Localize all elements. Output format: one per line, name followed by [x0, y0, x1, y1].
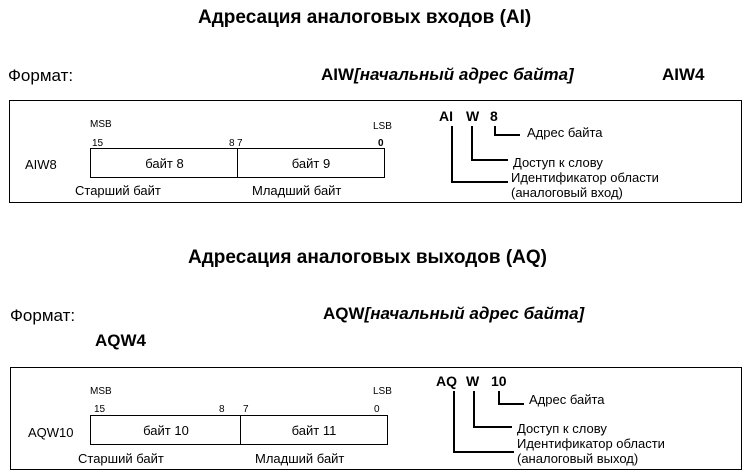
outputs-bit-8: 8 [219, 404, 225, 415]
inputs-high-byte-cell: байт 8 [90, 148, 238, 178]
inputs-addr-byte: 8 [490, 108, 498, 124]
outputs-addr-area: AQ [436, 373, 457, 389]
outputs-high-byte-cell: байт 10 [90, 415, 241, 445]
outputs-msb-label: MSB [90, 386, 112, 397]
outputs-register-name: AQW10 [28, 425, 74, 440]
inputs-lsb-label: LSB [373, 121, 392, 132]
inputs-example: AIW4 [662, 65, 705, 84]
inputs-format-syntax: AIW[начальный адрес байта] [321, 65, 574, 85]
inputs-addr-area: AI [439, 108, 453, 124]
outputs-legend-byte: Адрес байта [529, 392, 605, 407]
inputs-msb-label: MSB [90, 119, 112, 130]
outputs-high-byte-label: байт 10 [143, 423, 189, 438]
inputs-low-byte-caption: Младший байт [252, 183, 342, 198]
outputs-low-byte-caption: Младший байт [255, 451, 345, 466]
inputs-low-byte-cell: байт 9 [237, 148, 385, 178]
inputs-bit-8: 8 [229, 138, 235, 149]
outputs-title: Адресация аналоговых выходов (AQ) [188, 247, 547, 268]
inputs-legend-byte: Адрес байта [527, 125, 603, 140]
outputs-format-italic: [начальный адрес байта] [364, 304, 585, 323]
inputs-title: Адресация аналоговых входов (AI) [198, 7, 532, 28]
outputs-format-syntax: AQW[начальный адрес байта] [323, 304, 584, 324]
outputs-diagram-box [10, 367, 742, 470]
outputs-bit-0: 0 [374, 404, 380, 415]
outputs-legend-word: Доступ к слову [517, 421, 607, 436]
inputs-low-byte-label: байт 9 [291, 156, 331, 171]
inputs-bit-0: 0 [378, 138, 384, 149]
outputs-high-byte-caption: Старший байт [78, 451, 164, 466]
outputs-legend-area-line1: Идентификатор области [517, 436, 665, 451]
inputs-bit-15: 15 [92, 138, 104, 149]
inputs-legend-word: Доступ к слову [513, 155, 603, 170]
inputs-format-prefix: AIW [321, 65, 355, 84]
outputs-legend-area: Идентификатор области (аналоговый выход) [517, 436, 665, 466]
inputs-diagram-box [9, 100, 742, 203]
inputs-format-italic: [начальный адрес байта] [354, 65, 574, 84]
outputs-format-label: Формат: [10, 306, 76, 325]
outputs-lsb-label: LSB [373, 386, 392, 397]
inputs-format-label: Формат: [8, 66, 74, 85]
inputs-register-name: AIW8 [25, 157, 57, 172]
outputs-bit-7: 7 [243, 404, 249, 415]
outputs-legend-area-line2: (аналоговый выход) [517, 451, 639, 466]
inputs-legend-area: Идентификатор области (аналоговый вход) [511, 170, 659, 200]
inputs-addr-size: W [466, 108, 480, 124]
outputs-addr-size: W [466, 373, 480, 389]
outputs-low-byte-cell: байт 11 [240, 415, 388, 445]
outputs-low-byte-label: байт 11 [291, 423, 337, 438]
inputs-legend-area-line2: (аналоговый вход) [511, 185, 623, 200]
outputs-format-prefix: AQW [323, 304, 365, 323]
outputs-bit-15: 15 [94, 404, 106, 415]
inputs-high-byte-label: байт 8 [145, 156, 184, 171]
inputs-legend-area-line1: Идентификатор области [511, 170, 659, 185]
inputs-bit-7: 7 [237, 138, 243, 149]
inputs-high-byte-caption: Старший байт [75, 183, 161, 198]
outputs-addr-byte: 10 [491, 373, 507, 389]
outputs-example: AQW4 [95, 331, 146, 350]
